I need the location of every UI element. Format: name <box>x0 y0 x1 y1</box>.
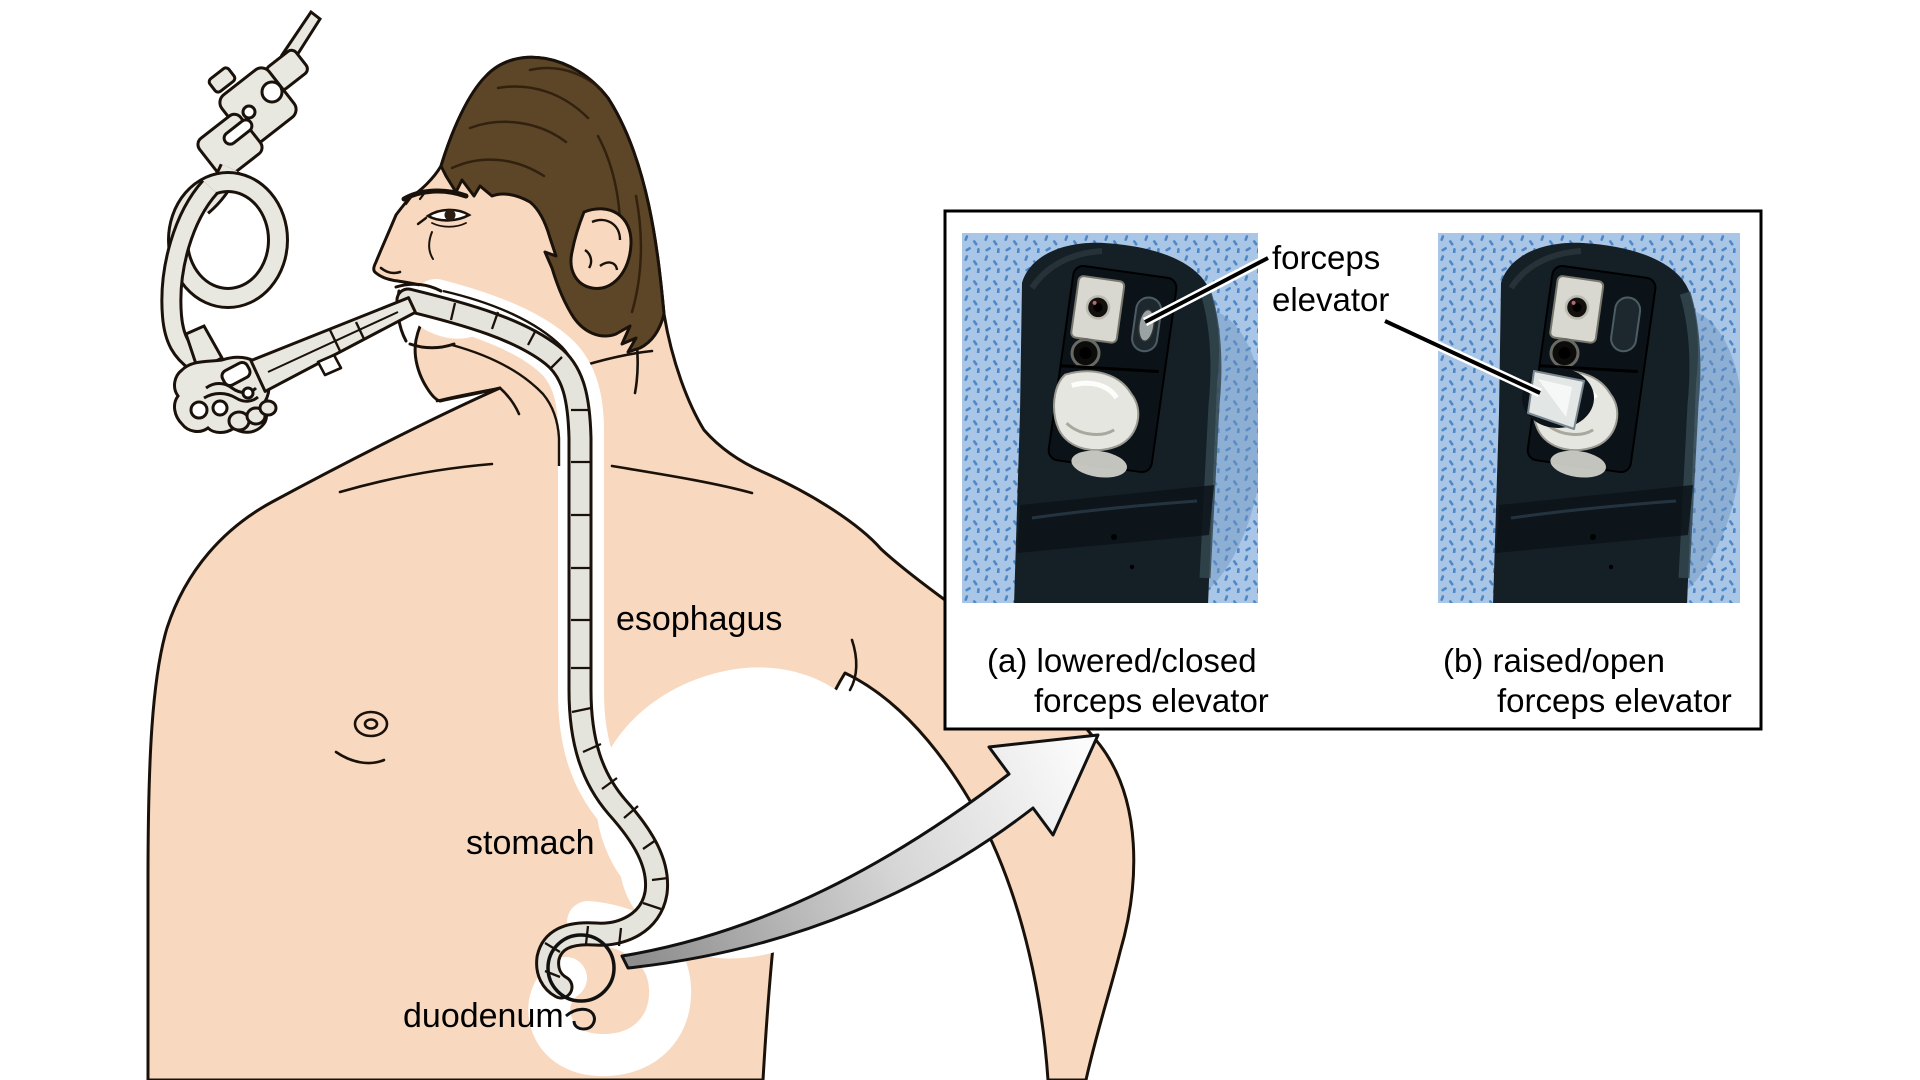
caption-a-line2: forceps elevator <box>1034 682 1269 719</box>
caption-b-line1: (b) raised/open <box>1443 642 1665 679</box>
leader-line-b <box>1383 316 1542 398</box>
duodenum-highlight-circle <box>546 933 616 1003</box>
eyebrow <box>401 188 469 202</box>
forceps-elevator-pointer-line1: forceps <box>1272 239 1380 276</box>
photo-b <box>1438 233 1740 603</box>
body-contour-lines <box>334 300 858 765</box>
endoscope-control-body <box>173 324 278 434</box>
nostril <box>379 266 402 275</box>
insertion-tube <box>249 296 417 393</box>
stomach-label: stomach <box>466 824 595 862</box>
duodenum-label-hook <box>565 1007 596 1031</box>
esophagus-label: esophagus <box>616 600 782 638</box>
cheek-line <box>428 231 434 260</box>
endoscope-device <box>160 9 417 434</box>
endoscope-cable <box>160 163 289 371</box>
face-details <box>379 188 472 275</box>
inset-panel: forceps elevator (a) lowered/closed forc… <box>943 209 1763 731</box>
caption-a-line1: (a) lowered/closed <box>987 642 1257 679</box>
magnify-arrow <box>620 733 1100 970</box>
photo-a <box>962 233 1258 603</box>
duodenum-shape <box>528 901 692 1077</box>
caption-b-line2: forceps elevator <box>1497 682 1732 719</box>
hair-strands <box>450 66 643 314</box>
duodenum-label: duodenum <box>403 997 564 1035</box>
leader-line-a <box>1142 254 1271 326</box>
stomach-shape <box>595 667 890 959</box>
endoscope-connector <box>196 9 322 180</box>
iris <box>444 209 456 221</box>
forceps-elevator-pointer-line2: elevator <box>1272 281 1389 318</box>
ear <box>569 207 633 290</box>
